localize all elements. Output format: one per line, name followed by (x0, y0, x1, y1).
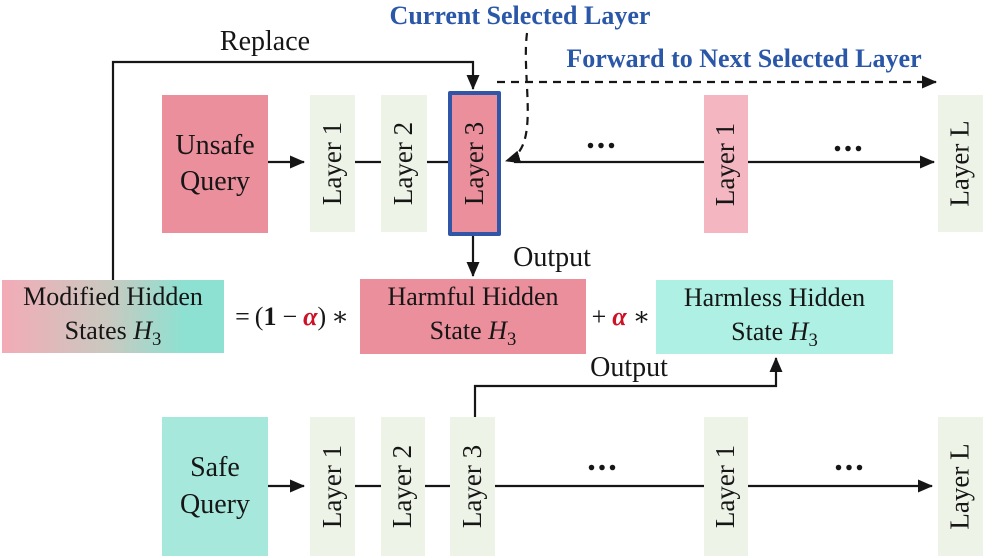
forward-to-next-label: Forward to Next Selected Layer (566, 44, 922, 73)
ellipsis-top-1: ... (586, 119, 618, 156)
bottom-layer-1-label: Layer 1 (317, 444, 348, 529)
current-selected-layer-label: Current Selected Layer (389, 1, 651, 30)
top-layer-next-label: Layer 1 (710, 122, 741, 206)
top-layer-3-selected: Layer 3 (448, 91, 501, 236)
top-layer-next-selected: Layer 1 (704, 95, 748, 233)
bottom-output-arrow (473, 357, 783, 417)
output-top-label: Output (513, 242, 591, 273)
equation-mid: +α∗ (584, 280, 658, 353)
harmless-box-line1: Harmless Hidden (683, 282, 866, 312)
bottom-layer-3-label: Layer 3 (457, 444, 488, 529)
bottom-layer-1: Layer 1 (310, 417, 355, 556)
top-layer-1: Layer 1 (310, 95, 355, 232)
alpha-symbol-2: α (612, 301, 627, 331)
bottom-layer-3: Layer 3 (450, 417, 495, 556)
bottom-layer-2-label: Layer 2 (387, 444, 418, 529)
top-layer-L: Layer L (938, 95, 983, 232)
bottom-layer-2: Layer 2 (381, 417, 425, 556)
ellipsis-bottom-1: ... (587, 441, 619, 478)
bottom-layer-next: Layer 1 (704, 417, 748, 556)
bottom-layer-L-label: Layer L (945, 443, 976, 530)
rparen: ) (317, 301, 327, 331)
harmful-hidden-state-box: Harmful Hidden State H3 (360, 279, 586, 354)
harmful-box-line2: State H3 (429, 316, 517, 351)
equals-sign: = (235, 301, 250, 331)
one: 1 (263, 301, 277, 331)
top-layer-L-label: Layer L (945, 120, 976, 207)
modified-box-line1: Modified Hidden (23, 282, 203, 312)
safe-query-line1: Safe (190, 452, 240, 484)
plus-sign: + (591, 301, 607, 331)
times-sign-2: ∗ (632, 301, 651, 331)
ellipsis-bottom-2: ... (834, 441, 866, 478)
safe-query-box: Safe Query (162, 417, 268, 556)
replace-arrow (111, 60, 480, 281)
minus-sign: − (282, 301, 298, 331)
equation-lhs: =(1−α)∗ (222, 280, 362, 353)
lparen: ( (254, 301, 264, 331)
harmless-box-line2: State H3 (731, 316, 818, 351)
current-layer-pointer (505, 32, 529, 164)
modified-hidden-states-box: Modified Hidden States H3 (2, 280, 224, 353)
top-layer-2-label: Layer 2 (388, 121, 419, 206)
ellipsis-top-2: ... (833, 122, 865, 159)
unsafe-query-line1: Unsafe (175, 129, 255, 161)
top-layer-3-label: Layer 3 (459, 121, 490, 206)
modified-box-line2: States H3 (64, 316, 162, 351)
harmless-hidden-state-box: Harmless Hidden State H3 (656, 280, 893, 354)
output-bottom-label: Output (590, 352, 668, 383)
replace-label: Replace (219, 26, 311, 57)
times-sign: ∗ (331, 301, 349, 331)
top-layer-2: Layer 2 (381, 95, 427, 232)
bottom-layer-L: Layer L (938, 417, 983, 556)
safe-query-line2: Query (180, 488, 250, 520)
unsafe-query-box: Unsafe Query (162, 95, 268, 233)
bottom-layer-next-label: Layer 1 (710, 444, 741, 529)
harmful-box-line1: Harmful Hidden (387, 282, 559, 312)
top-layer-1-label: Layer 1 (317, 121, 348, 206)
alpha-symbol: α (303, 301, 318, 331)
unsafe-query-line2: Query (180, 166, 250, 197)
